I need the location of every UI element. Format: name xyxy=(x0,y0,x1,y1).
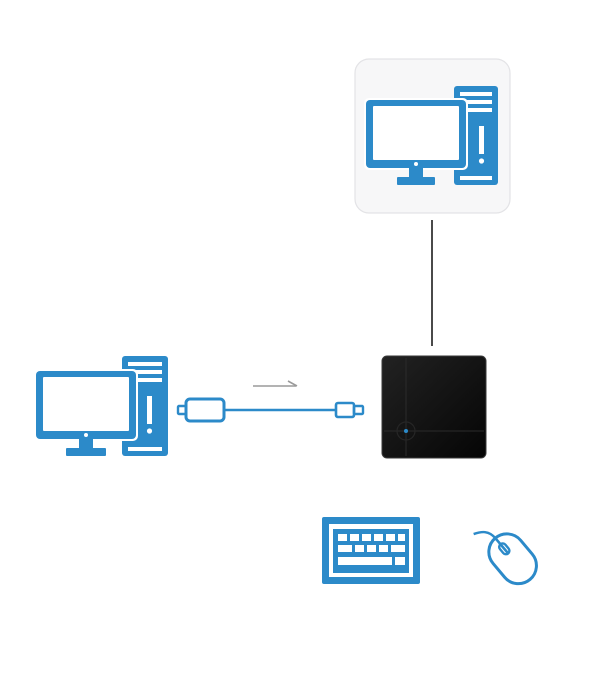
mouse-icon xyxy=(473,530,538,586)
local-computer xyxy=(34,356,172,458)
kvm-device xyxy=(380,354,488,460)
remote-computer-card xyxy=(354,58,511,214)
arrow-right-icon xyxy=(253,380,298,387)
usb-cable-icon xyxy=(176,397,365,423)
direction-arrow xyxy=(252,378,300,390)
vertical-connection-line xyxy=(431,220,433,346)
keyboard-icon xyxy=(322,517,420,584)
kvm-box-icon xyxy=(381,355,487,459)
usb-cable xyxy=(176,395,368,425)
keyboard xyxy=(320,515,422,586)
mouse xyxy=(468,512,554,590)
desktop-computer-icon xyxy=(34,356,168,456)
desktop-computer-icon xyxy=(364,86,498,185)
remote-computer-card-graphic xyxy=(354,58,511,214)
